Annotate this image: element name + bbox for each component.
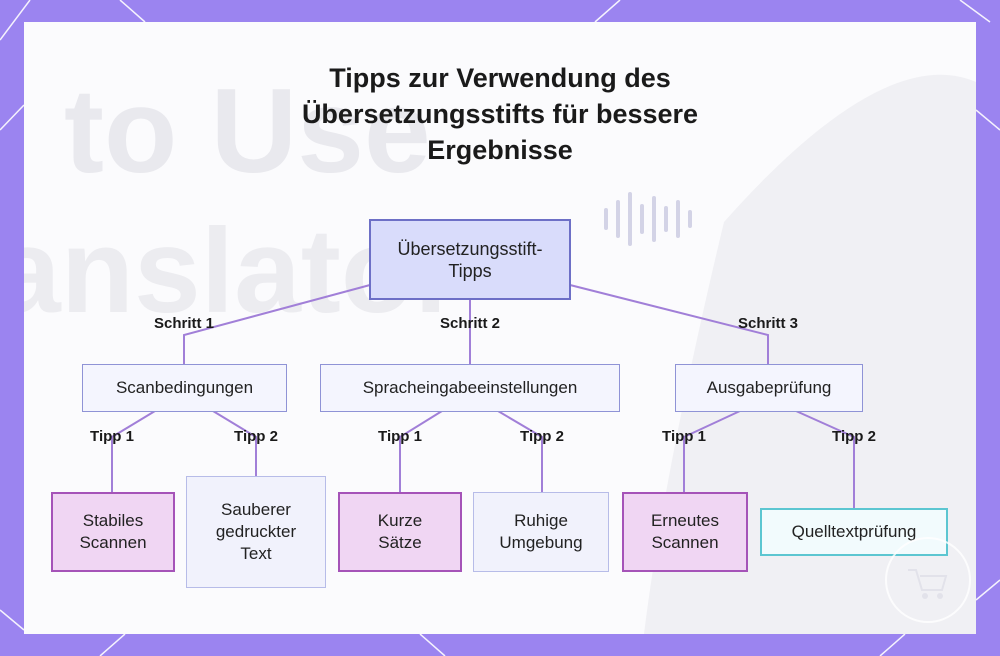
tip-node-sauberer-text: Sauberer gedruckter Text [186,476,326,588]
root-label: Übersetzungsstift-Tipps [397,238,543,281]
edge-label-tip: Tipp 2 [234,428,278,445]
step-label: Ausgabeprüfung [706,378,832,397]
step-label: Spracheingabeeinstellungen [362,378,578,397]
page-title: Tipps zur Verwendung des Übersetzungssti… [301,63,699,165]
tip-label: Kurze Sätze [377,511,423,552]
tip-label: Ruhige Umgebung [499,511,583,552]
edge-label-step-2: Schritt 2 [439,315,501,332]
tip-label: Stabiles Scannen [79,511,147,552]
tip-label: Erneutes Scannen [650,511,720,552]
edge-label-tip: Tipp 2 [832,428,876,445]
step-node-ausgabepruefung: Ausgabeprüfung [675,364,863,412]
tip-node-ruhige-umgebung: Ruhige Umgebung [473,492,609,572]
tip-node-erneutes-scannen: Erneutes Scannen [622,492,748,572]
edge-label-step-3: Schritt 3 [737,315,799,332]
step-label: Scanbedingungen [115,378,254,397]
step-node-spracheingabe: Spracheingabeeinstellungen [320,364,620,412]
edge-label-tip: Tipp 1 [662,428,706,445]
edge-label-tip: Tipp 1 [378,428,422,445]
tip-node-stabiles-scannen: Stabiles Scannen [51,492,175,572]
root-node: Übersetzungsstift-Tipps [369,219,571,300]
tip-node-quelltextpruefung: Quelltextprüfung [760,508,948,556]
edge-label-tip: Tipp 1 [90,428,134,445]
tip-label: Sauberer gedruckter Text [215,500,297,563]
step-node-scanbedingungen: Scanbedingungen [82,364,287,412]
cart-logo-icon [885,537,971,623]
tip-node-kurze-saetze: Kurze Sätze [338,492,462,572]
edge-label-tip: Tipp 2 [520,428,564,445]
tip-label: Quelltextprüfung [791,522,917,541]
edge-label-step-1: Schritt 1 [153,315,215,332]
